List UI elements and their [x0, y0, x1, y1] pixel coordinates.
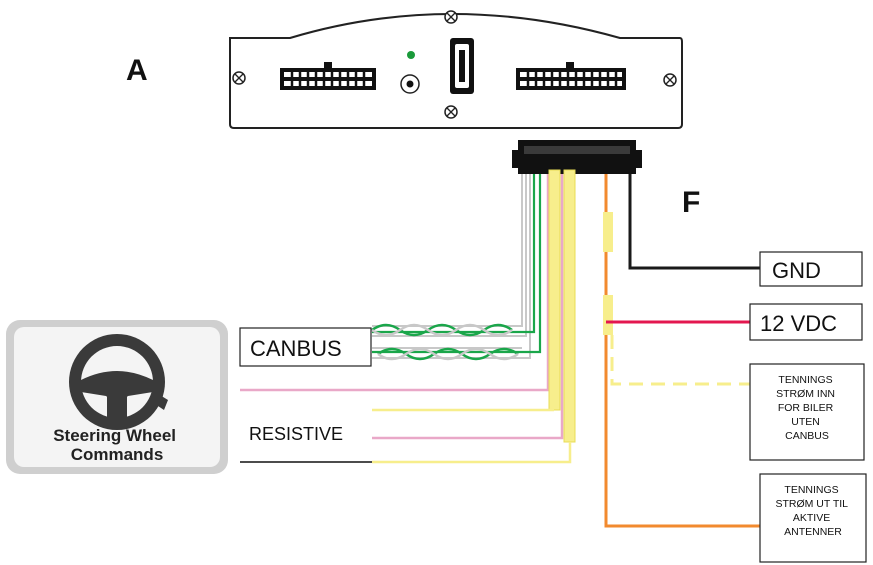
ignition-in-box: TENNINGS STRØM INN FOR BILER UTEN CANBUS — [749, 363, 865, 461]
ignition-out-line: ANTENNER — [784, 526, 842, 538]
ignition-out-line: AKTIVE — [793, 512, 830, 524]
device-unit — [229, 10, 683, 129]
ignition-out-line: TENNINGS — [784, 484, 838, 496]
steering-wheel-line2: Commands — [71, 445, 164, 464]
gnd-label: GND — [772, 258, 821, 283]
canbus-box: CANBUS — [239, 327, 372, 367]
screw-icon — [444, 105, 458, 119]
harness-connector — [512, 140, 642, 174]
ignition-in-line: UTEN — [791, 416, 820, 428]
ignition-out-line: STRØM UT TIL — [775, 498, 848, 510]
left-connector — [280, 62, 376, 90]
canbus-label: CANBUS — [250, 336, 342, 361]
ignition-in-line: STRØM INN — [776, 388, 835, 400]
ignition-in-line: CANBUS — [785, 430, 829, 442]
device-label: A — [126, 54, 148, 87]
right-connector — [516, 62, 626, 90]
steering-wheel-badge: Steering Wheel Commands — [6, 320, 228, 474]
vdc-box: 12 VDC — [749, 303, 863, 341]
screw-icon — [444, 10, 458, 24]
screw-icon — [232, 71, 246, 85]
gnd-box: GND — [759, 251, 863, 287]
steering-wheel-line1: Steering Wheel — [53, 426, 176, 445]
harness-label: F — [682, 186, 700, 219]
svg-text:TENNINGS STRØM INN: TENNINGS STRØM INN FOR BILER UTEN CANBUS — [776, 374, 838, 442]
steering-wheel-icon — [69, 334, 168, 430]
ignition-in-line: TENNINGS — [778, 374, 832, 386]
wires — [240, 169, 760, 528]
svg-text:TENNINGS STRØM UT TIL: TENNINGS STRØM UT TIL AKTIVE ANTENNER — [775, 484, 850, 538]
audio-jack-icon — [400, 74, 420, 94]
resistive-label: RESISTIVE — [249, 424, 343, 444]
vdc-label: 12 VDC — [760, 311, 837, 336]
ignition-in-line: FOR BILER — [778, 402, 834, 414]
ignition-out-box: TENNINGS STRØM UT TIL AKTIVE ANTENNER — [759, 473, 867, 563]
screw-icon — [663, 73, 677, 87]
led-indicator — [407, 51, 415, 59]
svg-text:Steering Wheel Commands: Steering Wheel Commands — [53, 426, 181, 464]
usb-port-icon — [450, 38, 474, 94]
